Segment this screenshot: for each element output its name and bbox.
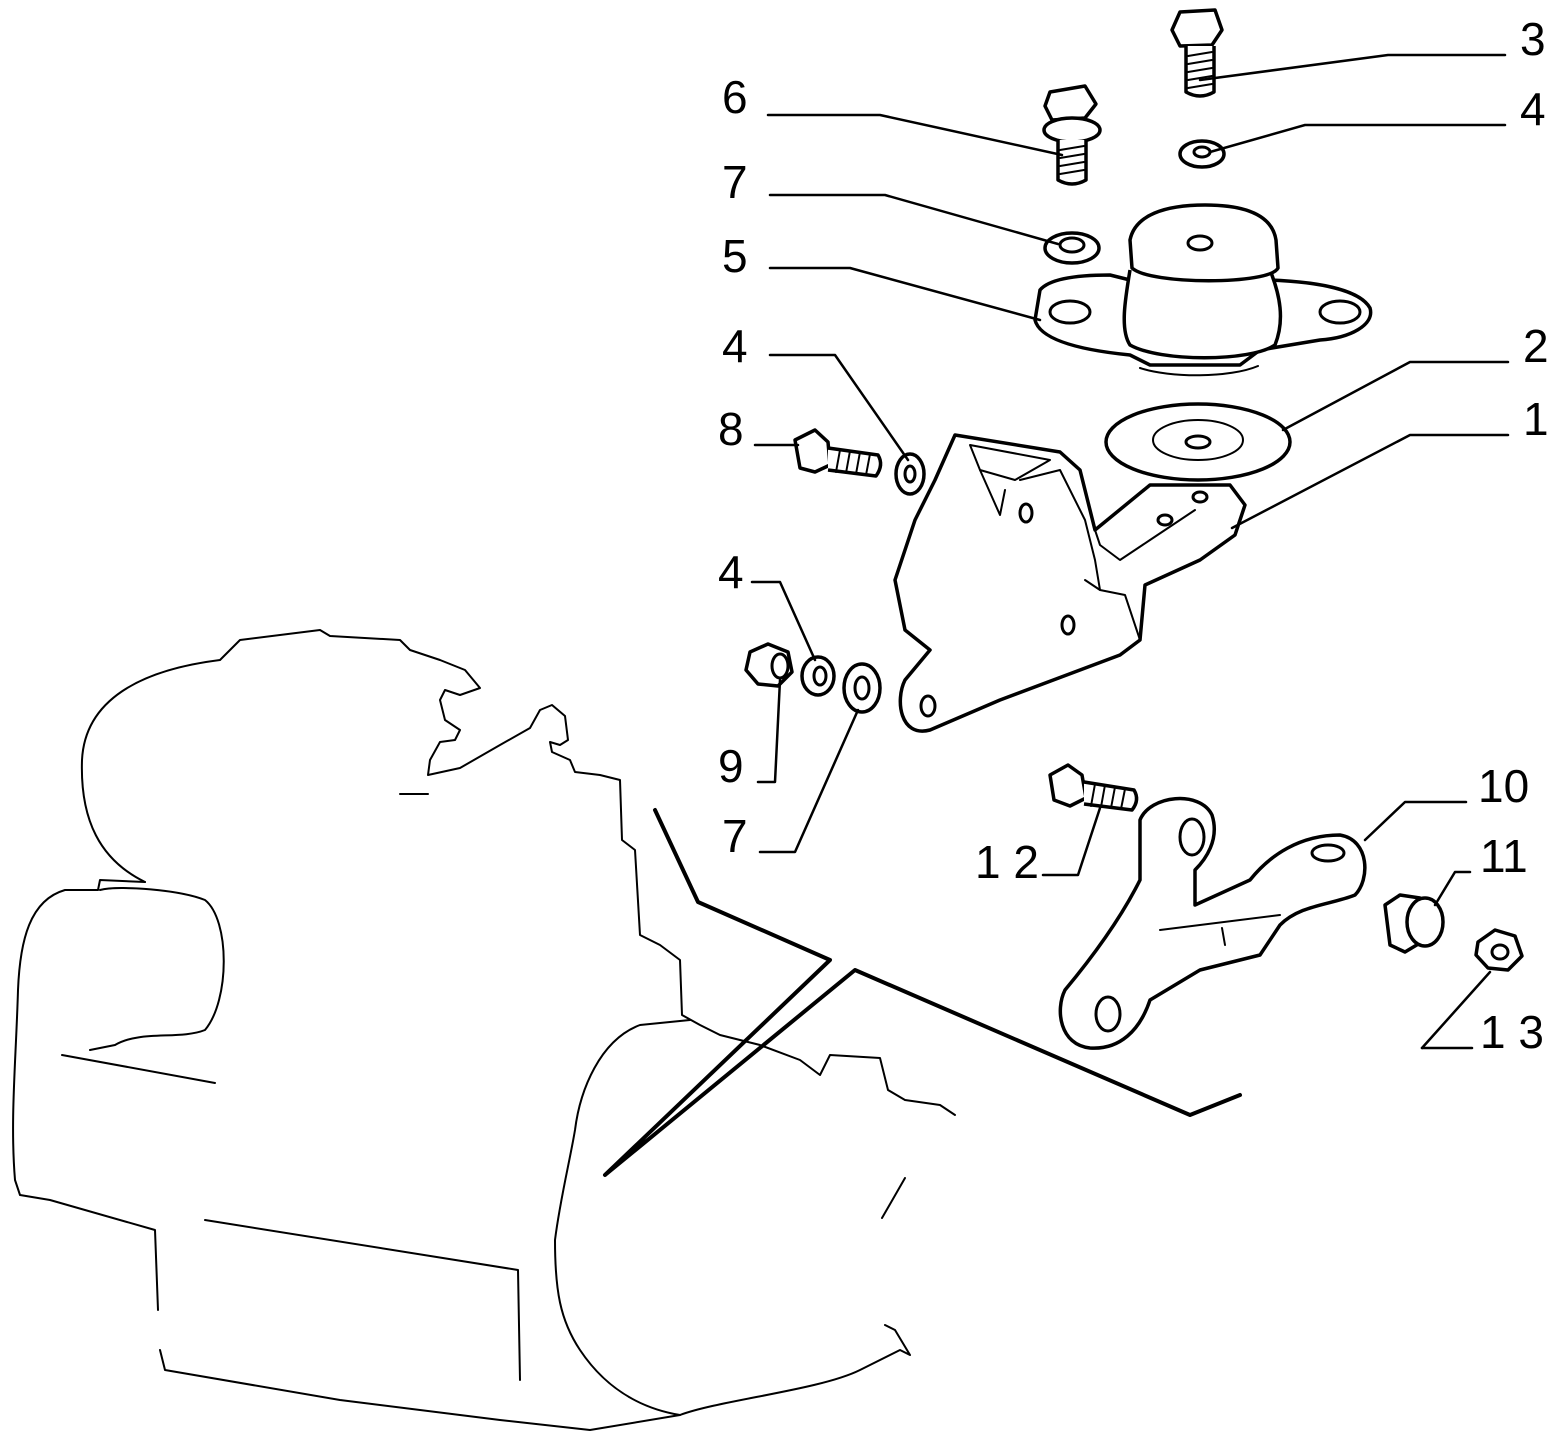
callout-13: 1 3 [1480,1006,1544,1058]
bolt-part-6 [1042,84,1102,186]
lock-washer-part-4-low [800,655,836,697]
callout-4: 4 [718,546,744,598]
link-arm-part-10 [1058,796,1367,1050]
bolt-part-3 [1170,8,1224,98]
disc-part-2 [1104,402,1292,482]
engine-mount-part-5 [1033,203,1373,377]
nut-part-9 [744,642,794,688]
callout-6: 6 [722,71,748,123]
callout-labels: 3 6 4 7 5 2 4 1 8 4 9 7 10 1 2 11 1 3 [718,13,1549,1058]
nut-part-13 [1474,928,1524,972]
bolt-part-12 [1048,763,1139,812]
lock-washer-part-4-top [1178,139,1226,169]
lock-washer-part-4-mid [894,452,926,496]
washer-part-7-top [1043,231,1101,265]
callout-4: 4 [1520,83,1546,135]
callout-8: 8 [718,403,744,455]
callout-3: 3 [1520,13,1546,65]
bushing-part-11 [1383,893,1445,954]
assembly-indicator-lines [603,808,1242,1177]
callout-7: 7 [722,156,748,208]
leader-lines [750,53,1510,1050]
engine-outline [12,629,956,1431]
callout-7: 7 [722,810,748,862]
washer-part-7-low [842,662,882,714]
callout-5: 5 [722,230,748,282]
callout-2: 2 [1523,320,1549,372]
callout-4: 4 [722,320,748,372]
bolt-part-8 [793,428,883,478]
bracket-part-1 [893,433,1247,733]
callout-12: 1 2 [975,836,1039,888]
callout-1: 1 [1523,393,1549,445]
callout-9: 9 [718,740,744,792]
callout-11: 11 [1480,830,1528,882]
callout-10: 10 [1478,760,1529,812]
